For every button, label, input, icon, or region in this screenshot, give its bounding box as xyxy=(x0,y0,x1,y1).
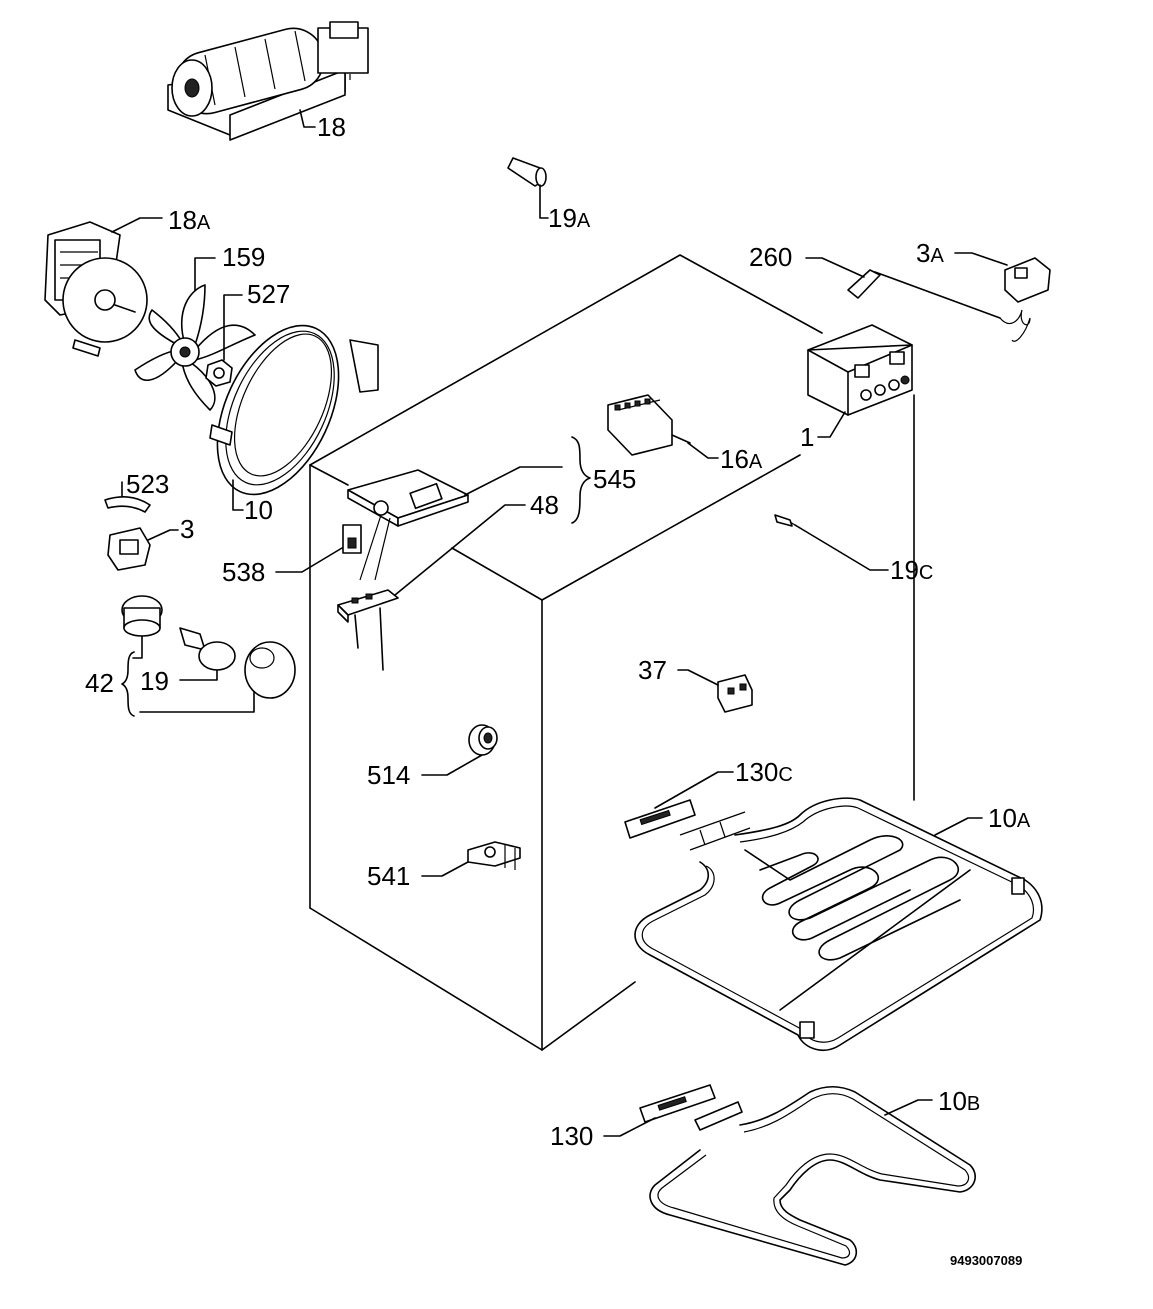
leader-159 xyxy=(194,257,216,291)
label-16a: 16A xyxy=(720,444,763,474)
lamp-glass-cover xyxy=(244,641,296,699)
leader-514 xyxy=(421,754,483,776)
label-3: 3 xyxy=(180,514,194,544)
thermostat xyxy=(999,257,1051,342)
lamp-bulb xyxy=(179,627,236,671)
switch-538 xyxy=(342,524,362,554)
label-18a: 18A xyxy=(168,205,211,235)
brace-545 xyxy=(571,436,591,524)
clip-523 xyxy=(104,495,151,513)
label-19: 19 xyxy=(140,666,169,696)
leader-19 xyxy=(179,669,218,681)
grommet-514 xyxy=(468,724,498,756)
leader-130c xyxy=(654,771,734,809)
brace-42 xyxy=(121,651,135,717)
leader-42-socket xyxy=(132,635,143,659)
label-10: 10 xyxy=(244,495,273,525)
leader-545 xyxy=(464,466,563,496)
leader-541 xyxy=(421,861,469,877)
oven-cavity xyxy=(309,254,915,1051)
leader-10a xyxy=(934,817,983,836)
label-10a: 10A xyxy=(988,803,1031,833)
fan-motor xyxy=(44,221,148,357)
bottom-element-10b xyxy=(639,1084,976,1266)
leader-18a xyxy=(111,217,163,233)
label-37: 37 xyxy=(638,655,667,685)
fan-blade xyxy=(134,284,256,411)
leader-37 xyxy=(677,669,719,686)
leader-10 xyxy=(232,479,244,511)
selector-switch xyxy=(607,394,691,456)
thermostat-probe xyxy=(847,269,1001,319)
leader-42-cover xyxy=(139,691,255,713)
leader-527 xyxy=(223,294,243,361)
label-1: 1 xyxy=(800,422,814,452)
lamp-pin-19a xyxy=(507,157,547,187)
leader-3a xyxy=(954,252,1008,266)
leader-19c xyxy=(794,524,889,571)
label-3a: 3A xyxy=(916,238,944,268)
label-527: 527 xyxy=(247,279,290,309)
label-42: 42 xyxy=(85,668,114,698)
nut-527 xyxy=(205,359,233,387)
terminal-block xyxy=(337,589,399,671)
label-19c: 19C xyxy=(890,555,933,585)
label-514: 514 xyxy=(367,760,410,790)
leader-18 xyxy=(299,109,316,128)
tangential-fan xyxy=(167,21,369,141)
lamp-socket xyxy=(121,595,163,637)
label-48: 48 xyxy=(530,490,559,520)
label-260: 260 xyxy=(749,242,792,272)
bracket-541 xyxy=(467,841,521,870)
leader-3 xyxy=(147,529,179,541)
leader-16a xyxy=(687,442,719,459)
terminal-37 xyxy=(717,674,753,713)
grill-element-10a xyxy=(624,797,1043,1051)
electronic-timer xyxy=(807,324,913,416)
label-159: 159 xyxy=(222,242,265,272)
fan-element-ring xyxy=(209,324,379,496)
label-541: 541 xyxy=(367,861,410,891)
diagram-code: 9493007089 xyxy=(950,1253,1022,1268)
label-130: 130 xyxy=(550,1121,593,1151)
control-board xyxy=(347,469,469,581)
label-523: 523 xyxy=(126,469,169,499)
leader-48 xyxy=(394,504,526,596)
label-18: 18 xyxy=(317,112,346,142)
leader-130 xyxy=(603,1117,656,1137)
leader-1 xyxy=(817,411,846,438)
leader-19a xyxy=(539,184,549,219)
leader-10b xyxy=(884,1099,933,1116)
label-545: 545 xyxy=(593,464,636,494)
label-19a: 19A xyxy=(548,203,591,233)
leader-538 xyxy=(275,547,343,573)
label-130c: 130C xyxy=(735,757,793,787)
leader-260 xyxy=(805,257,865,278)
label-10b: 10B xyxy=(938,1086,980,1116)
label-538: 538 xyxy=(222,557,265,587)
clip-3 xyxy=(107,527,151,571)
